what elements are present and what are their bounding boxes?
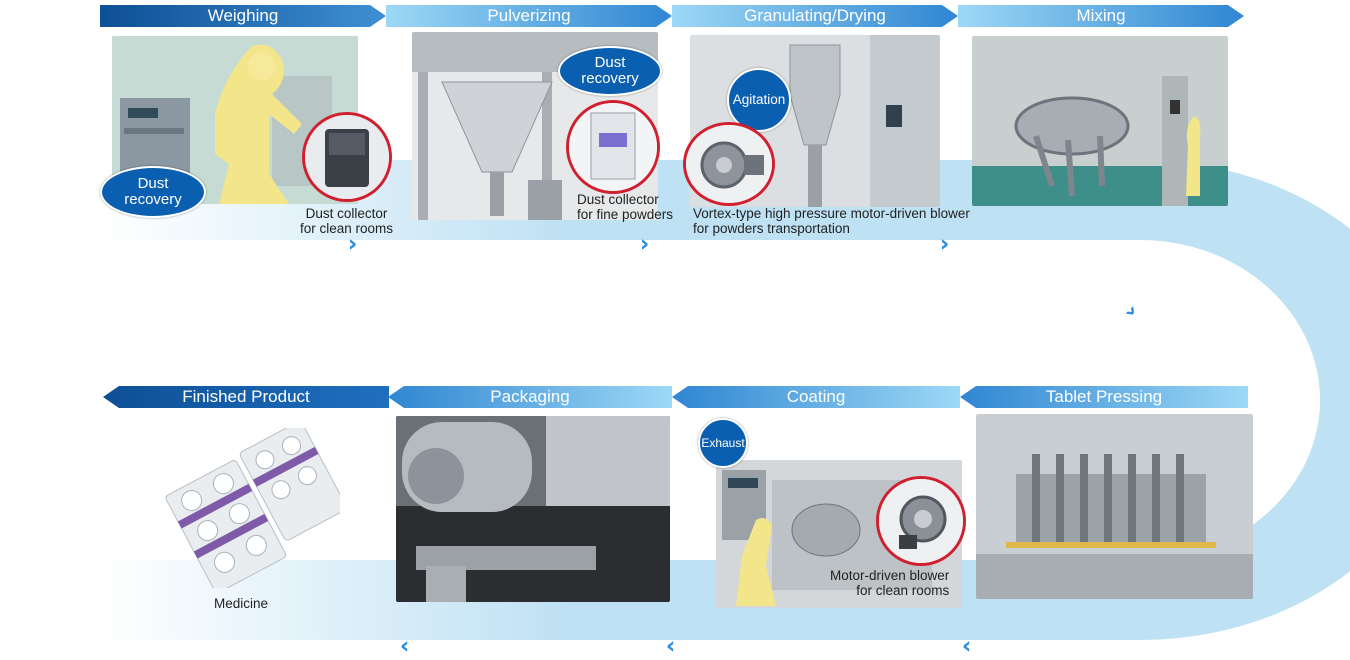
dust-recovery-bubble-pulverizing: Dust recovery xyxy=(558,46,662,96)
step-banner-coating: Coating xyxy=(672,386,960,408)
caption-dust-collector-clean-rooms: Dust collector for clean rooms xyxy=(300,206,394,236)
mixer-image xyxy=(972,36,1228,206)
step-banner-weighing: Weighing xyxy=(100,5,386,27)
fine-powder-collector-icon xyxy=(569,103,657,191)
caption-dust-collector-fine-powders: Dust collector for fine powders xyxy=(577,192,674,222)
packaging-photo xyxy=(396,416,670,602)
medicine-blister-image xyxy=(160,428,340,588)
step-banner-mixing: Mixing xyxy=(958,5,1244,27)
vortex-blower-inset xyxy=(683,122,775,206)
dust-collector-icon xyxy=(305,115,389,199)
tablet-press-image xyxy=(976,414,1253,599)
step-banner-granulating-drying: Granulating/Drying xyxy=(672,5,958,27)
blister-pack-icon xyxy=(165,428,340,588)
motor-blower-icon xyxy=(879,479,963,563)
tablet-pressing-photo xyxy=(976,414,1253,599)
caption-vortex-blower: Vortex-type high pressure motor-driven b… xyxy=(693,206,970,236)
vortex-blower-icon xyxy=(686,125,772,203)
step-banner-tablet-pressing: Tablet Pressing xyxy=(960,386,1248,408)
mixing-photo xyxy=(972,36,1228,206)
agitation-bubble: Agitation xyxy=(727,68,791,132)
step-banner-pulverizing: Pulverizing xyxy=(386,5,672,27)
dust-collector-inset xyxy=(302,112,392,202)
caption-medicine: Medicine xyxy=(214,596,269,611)
step-banner-finished-product: Finished Product xyxy=(103,386,389,408)
exhaust-bubble: Exhaust xyxy=(698,418,748,468)
packaging-machine-image xyxy=(396,416,670,602)
fine-powder-collector-inset xyxy=(566,100,660,194)
motor-blower-inset xyxy=(876,476,966,566)
caption-motor-blower: Motor-driven blower for clean rooms xyxy=(830,568,950,598)
dust-recovery-bubble-weighing: Dust recovery xyxy=(100,166,206,218)
step-banner-packaging: Packaging xyxy=(388,386,672,408)
